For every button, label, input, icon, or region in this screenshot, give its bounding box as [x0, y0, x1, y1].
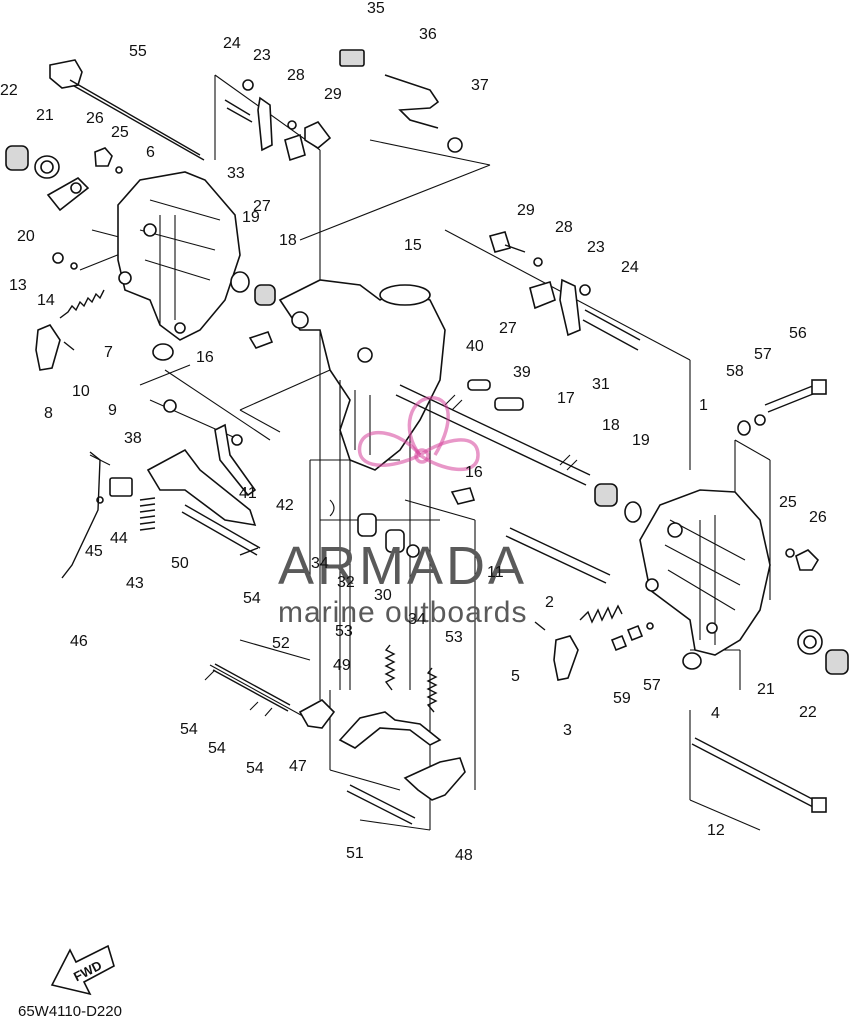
callout: 50 — [171, 555, 189, 572]
callout: 17 — [557, 390, 575, 407]
callout: 38 — [124, 430, 142, 447]
callout: 57 — [643, 677, 661, 694]
callout: 51 — [346, 845, 364, 862]
callout: 36 — [419, 26, 437, 43]
callout: 3 — [563, 722, 572, 739]
callout: 16 — [196, 349, 214, 366]
callout: 6 — [146, 144, 155, 161]
callout: 23 — [253, 47, 271, 64]
callout: 7 — [104, 344, 113, 361]
callout: 28 — [555, 219, 573, 236]
callout: 30 — [374, 587, 392, 604]
callout: 57 — [754, 346, 772, 363]
callout: 27 — [499, 320, 517, 337]
callout: 47 — [289, 758, 307, 775]
callout: 52 — [272, 635, 290, 652]
callout: 56 — [789, 325, 807, 342]
callout: 25 — [779, 494, 797, 511]
callout: 25 — [111, 124, 129, 141]
callout: 27 — [253, 198, 271, 215]
callout: 34 — [408, 611, 426, 628]
callout: 35 — [367, 0, 385, 17]
callout: 33 — [227, 165, 245, 182]
callout: 10 — [72, 383, 90, 400]
callout: 54 — [208, 740, 226, 757]
callout: 37 — [471, 77, 489, 94]
callout: 29 — [324, 86, 342, 103]
callout-labels: 1 2 3 4 5 6 7 8 9 10 11 12 13 14 15 16 1… — [0, 0, 827, 864]
callout: 53 — [335, 623, 353, 640]
watermark: ARMADA marine outboards — [278, 396, 527, 629]
callout: 48 — [455, 847, 473, 864]
callout: 16 — [465, 464, 483, 481]
callout: 1 — [699, 397, 708, 414]
callout: 4 — [711, 705, 720, 722]
callout: 54 — [246, 760, 264, 777]
callout: 46 — [70, 633, 88, 650]
watermark-propeller-icon — [357, 396, 480, 472]
callout: 2 — [545, 594, 554, 611]
callout: 24 — [223, 35, 241, 52]
callout: 18 — [279, 232, 297, 249]
watermark-tagline: marine outboards — [278, 596, 527, 629]
callout: 59 — [613, 690, 631, 707]
callout: 42 — [276, 497, 294, 514]
callout: 19 — [242, 209, 260, 226]
callout: 39 — [513, 364, 531, 381]
callout: 22 — [799, 704, 817, 721]
callout: 14 — [37, 292, 55, 309]
callout: 54 — [180, 721, 198, 738]
callout: 54 — [243, 590, 261, 607]
callout: 11 — [487, 564, 504, 581]
callout: 53 — [445, 629, 463, 646]
callout: 45 — [85, 543, 103, 560]
callout: 8 — [44, 405, 53, 422]
callout: 49 — [333, 657, 351, 674]
callout: 31 — [592, 376, 610, 393]
callout: 58 — [726, 363, 744, 380]
fwd-arrow-icon: FWD — [50, 944, 115, 996]
callout: 23 — [587, 239, 605, 256]
callout: 13 — [9, 277, 27, 294]
callout: 18 — [602, 417, 620, 434]
callout: 5 — [511, 668, 520, 685]
callout: 19 — [632, 432, 650, 449]
callout: 29 — [517, 202, 535, 219]
callout: 34 — [311, 555, 329, 572]
callout: 28 — [287, 67, 305, 84]
callout: 21 — [36, 107, 54, 124]
callout: 22 — [0, 82, 18, 99]
callout: 12 — [707, 822, 725, 839]
callout: 40 — [466, 338, 484, 355]
callout: 26 — [809, 509, 827, 526]
callout: 20 — [17, 228, 35, 245]
callout: 44 — [110, 530, 128, 547]
callout: 41 — [239, 485, 257, 502]
callout: 24 — [621, 259, 639, 276]
callout: 26 — [86, 110, 104, 127]
callout: 9 — [108, 402, 117, 419]
callout: 32 — [337, 574, 355, 591]
diagram-code: 65W4110-D220 — [18, 1003, 122, 1018]
callout: 55 — [129, 43, 147, 60]
callout: 15 — [404, 237, 422, 254]
watermark-brand: ARMADA — [278, 536, 527, 596]
callout: 21 — [757, 681, 775, 698]
callout: 43 — [126, 575, 144, 592]
